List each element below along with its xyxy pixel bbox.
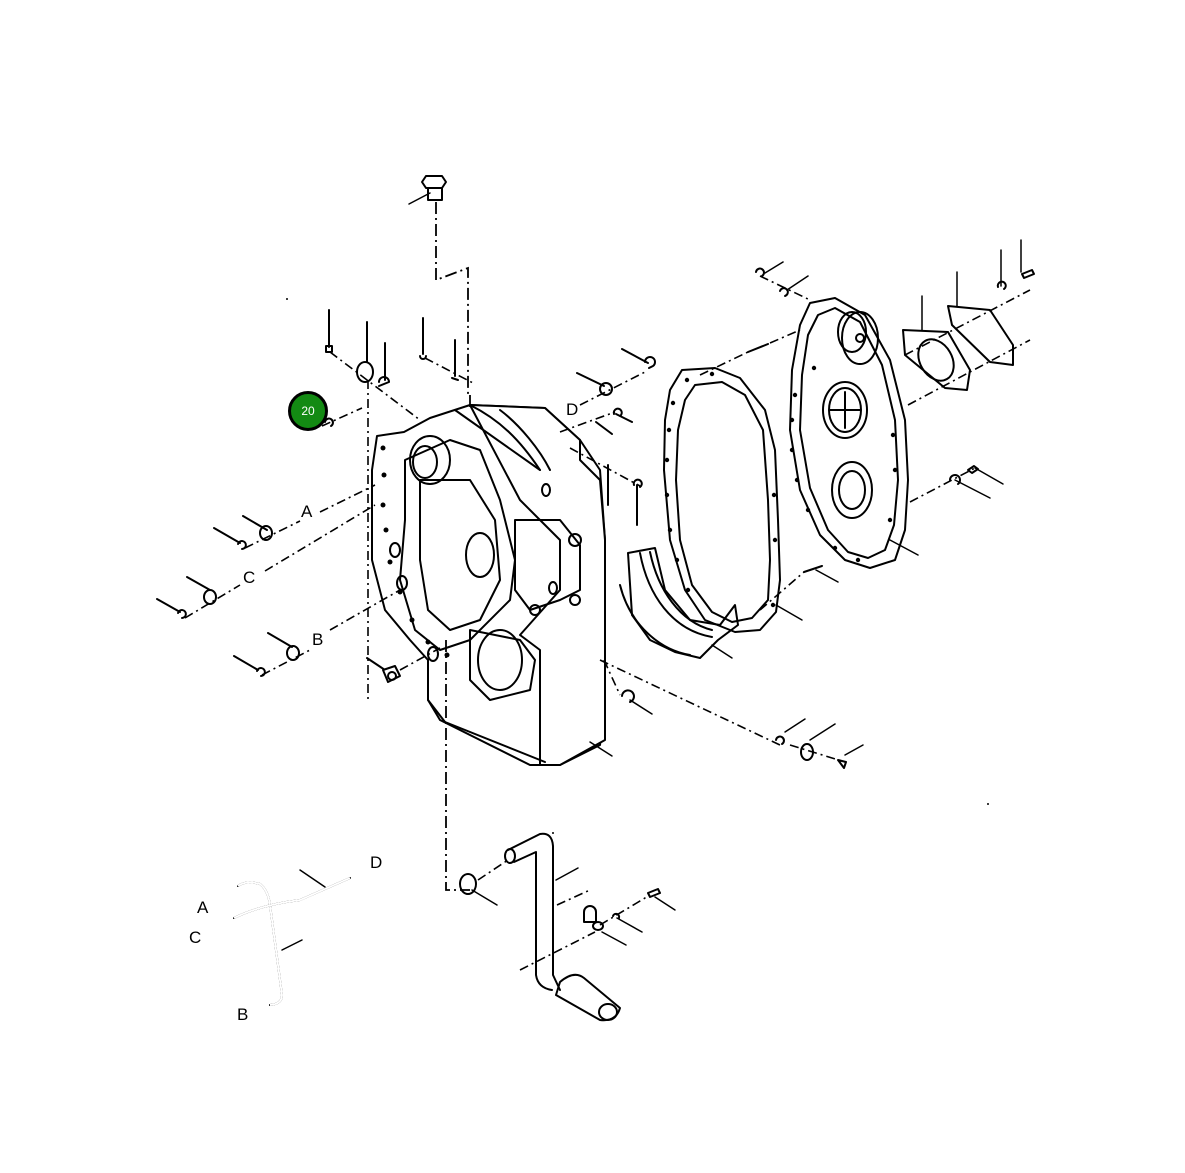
tube-label-b: B: [237, 1005, 249, 1024]
d-line-bolts: [469, 348, 656, 526]
lower-shield: [619, 547, 739, 659]
connection-label-a: A: [301, 502, 313, 521]
tube-assembly: [233, 869, 351, 1006]
left-bolts: [156, 484, 441, 683]
gasket: [663, 367, 803, 633]
right-bolts: [909, 465, 1004, 503]
lower-right-bolts: [599, 659, 864, 769]
tube-label-d: D: [370, 853, 383, 872]
rear-cover: [699, 297, 919, 611]
tube-label-c: C: [189, 928, 202, 947]
callout-number: 20: [301, 404, 315, 418]
main-housing: [371, 404, 613, 766]
connection-label-d: D: [566, 400, 579, 419]
top-bolt: [408, 175, 469, 395]
connection-label-b: B: [312, 630, 324, 649]
tube-label-a: A: [197, 898, 209, 917]
part-callout-20[interactable]: 20: [288, 391, 328, 431]
connection-label-c: C: [243, 568, 256, 587]
top-right-parts: [755, 239, 1035, 406]
upper-left-bolts: [321, 309, 476, 700]
lever-assembly: [445, 640, 676, 1022]
